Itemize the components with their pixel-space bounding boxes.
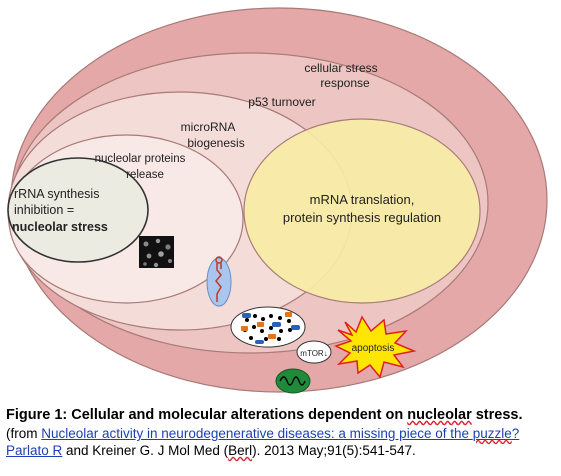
citation-title-part2[interactable]: puzzle xyxy=(472,426,512,441)
caption-from-open: (from xyxy=(6,426,42,441)
nucleoli-micrograph-image xyxy=(139,236,174,268)
apoptosis-burst-shape xyxy=(334,315,417,379)
rrna-label-line2: inhibition = xyxy=(14,203,74,217)
caption-rest-2: ). 2013 May;91(5):541-547. xyxy=(252,443,416,458)
p53-turnover-label: p53 turnover xyxy=(248,95,315,109)
nucleolar-stress-diagram: cellular stress response p53 turnover mi… xyxy=(7,7,548,394)
mrna-translation-ellipse xyxy=(243,118,481,304)
mitochondrion-icon xyxy=(275,368,311,394)
figure-caption: Figure 1: Cellular and molecular alterat… xyxy=(6,406,558,459)
mtor-label: mTOR↓ xyxy=(300,349,327,358)
caption-title-suffix: stress. xyxy=(471,407,523,423)
cellular-stress-label-line1: cellular stress xyxy=(304,61,377,75)
caption-rest-berl: Berl xyxy=(228,443,253,458)
caption-rest-1: and Kreiner G. J Mol Med ( xyxy=(62,443,229,458)
author-link[interactable]: Parlato R xyxy=(6,443,63,458)
mrna-label-line1: mRNA translation, xyxy=(310,192,415,207)
nucleolar-proteins-label-line1: nucleolar proteins xyxy=(95,153,186,165)
apoptosis-label: apoptosis xyxy=(352,343,395,354)
mrna-label-line2: protein synthesis regulation xyxy=(283,210,441,225)
microrna-label-line1: microRNA xyxy=(181,120,236,134)
microrna-hairpin-icon xyxy=(206,256,232,307)
nucleolar-proteins-label-line2: release xyxy=(126,169,164,181)
protein-complex-icon xyxy=(230,306,306,348)
cellular-stress-label-line2: response xyxy=(320,76,370,90)
rrna-label-line3: nucleolar stress xyxy=(12,220,108,234)
rrna-label-line1: rRNA synthesis xyxy=(14,187,99,201)
caption-citation-line2: Parlato R and Kreiner G. J Mol Med (Berl… xyxy=(6,442,558,459)
rrna-synthesis-ellipse xyxy=(7,157,149,263)
caption-title-nucleolar: nucleolar xyxy=(407,407,472,423)
microrna-label-line2: biogenesis xyxy=(187,136,244,150)
caption-citation-line1: (from Nucleolar activity in neurodegener… xyxy=(6,425,558,442)
citation-title-part3[interactable]: ? xyxy=(511,426,520,441)
mtor-ellipse xyxy=(296,340,332,364)
caption-title-prefix: Figure 1: Cellular and molecular alterat… xyxy=(6,407,408,423)
citation-title-part1[interactable]: Nucleolar activity in neurodegenerative … xyxy=(41,426,473,441)
citation-title-link[interactable]: Nucleolar activity in neurodegenerative … xyxy=(41,426,519,441)
caption-title: Figure 1: Cellular and molecular alterat… xyxy=(6,406,558,425)
